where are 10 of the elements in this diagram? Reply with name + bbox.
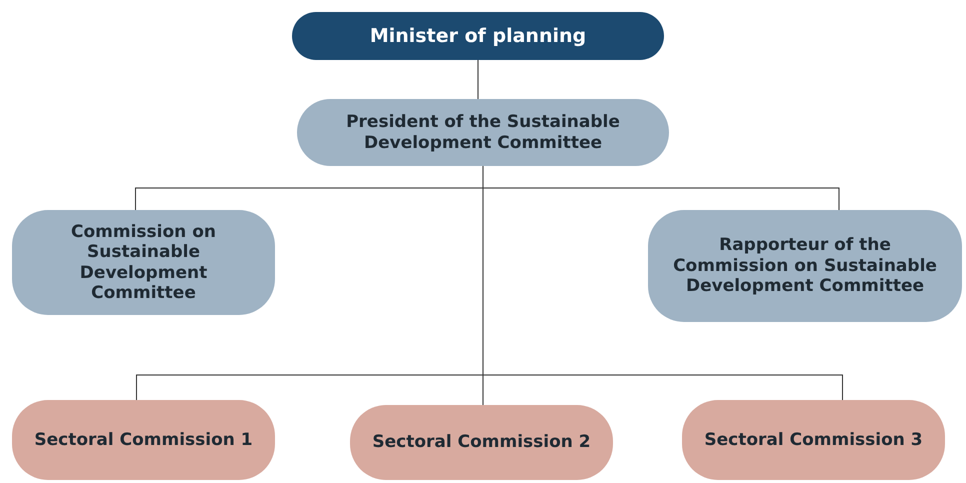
unit-title: Sectoral Commission 3 [704,430,923,450]
unit-title: Rapporteur of the Commission on Sustainable Development Committee [672,235,938,297]
unit-title: Commission on Sustainable Development Committee [70,222,217,304]
org-unit-box [12,210,275,315]
unit-title: President of the Sustainable Development Committee [345,112,621,153]
unit-title: Minister of planning [370,24,586,48]
org-unit-box [648,210,962,322]
org-unit-box [292,12,664,60]
unit-title: Sectoral Commission 1 [34,430,253,450]
unit-title: Sectoral Commission 2 [372,432,591,453]
